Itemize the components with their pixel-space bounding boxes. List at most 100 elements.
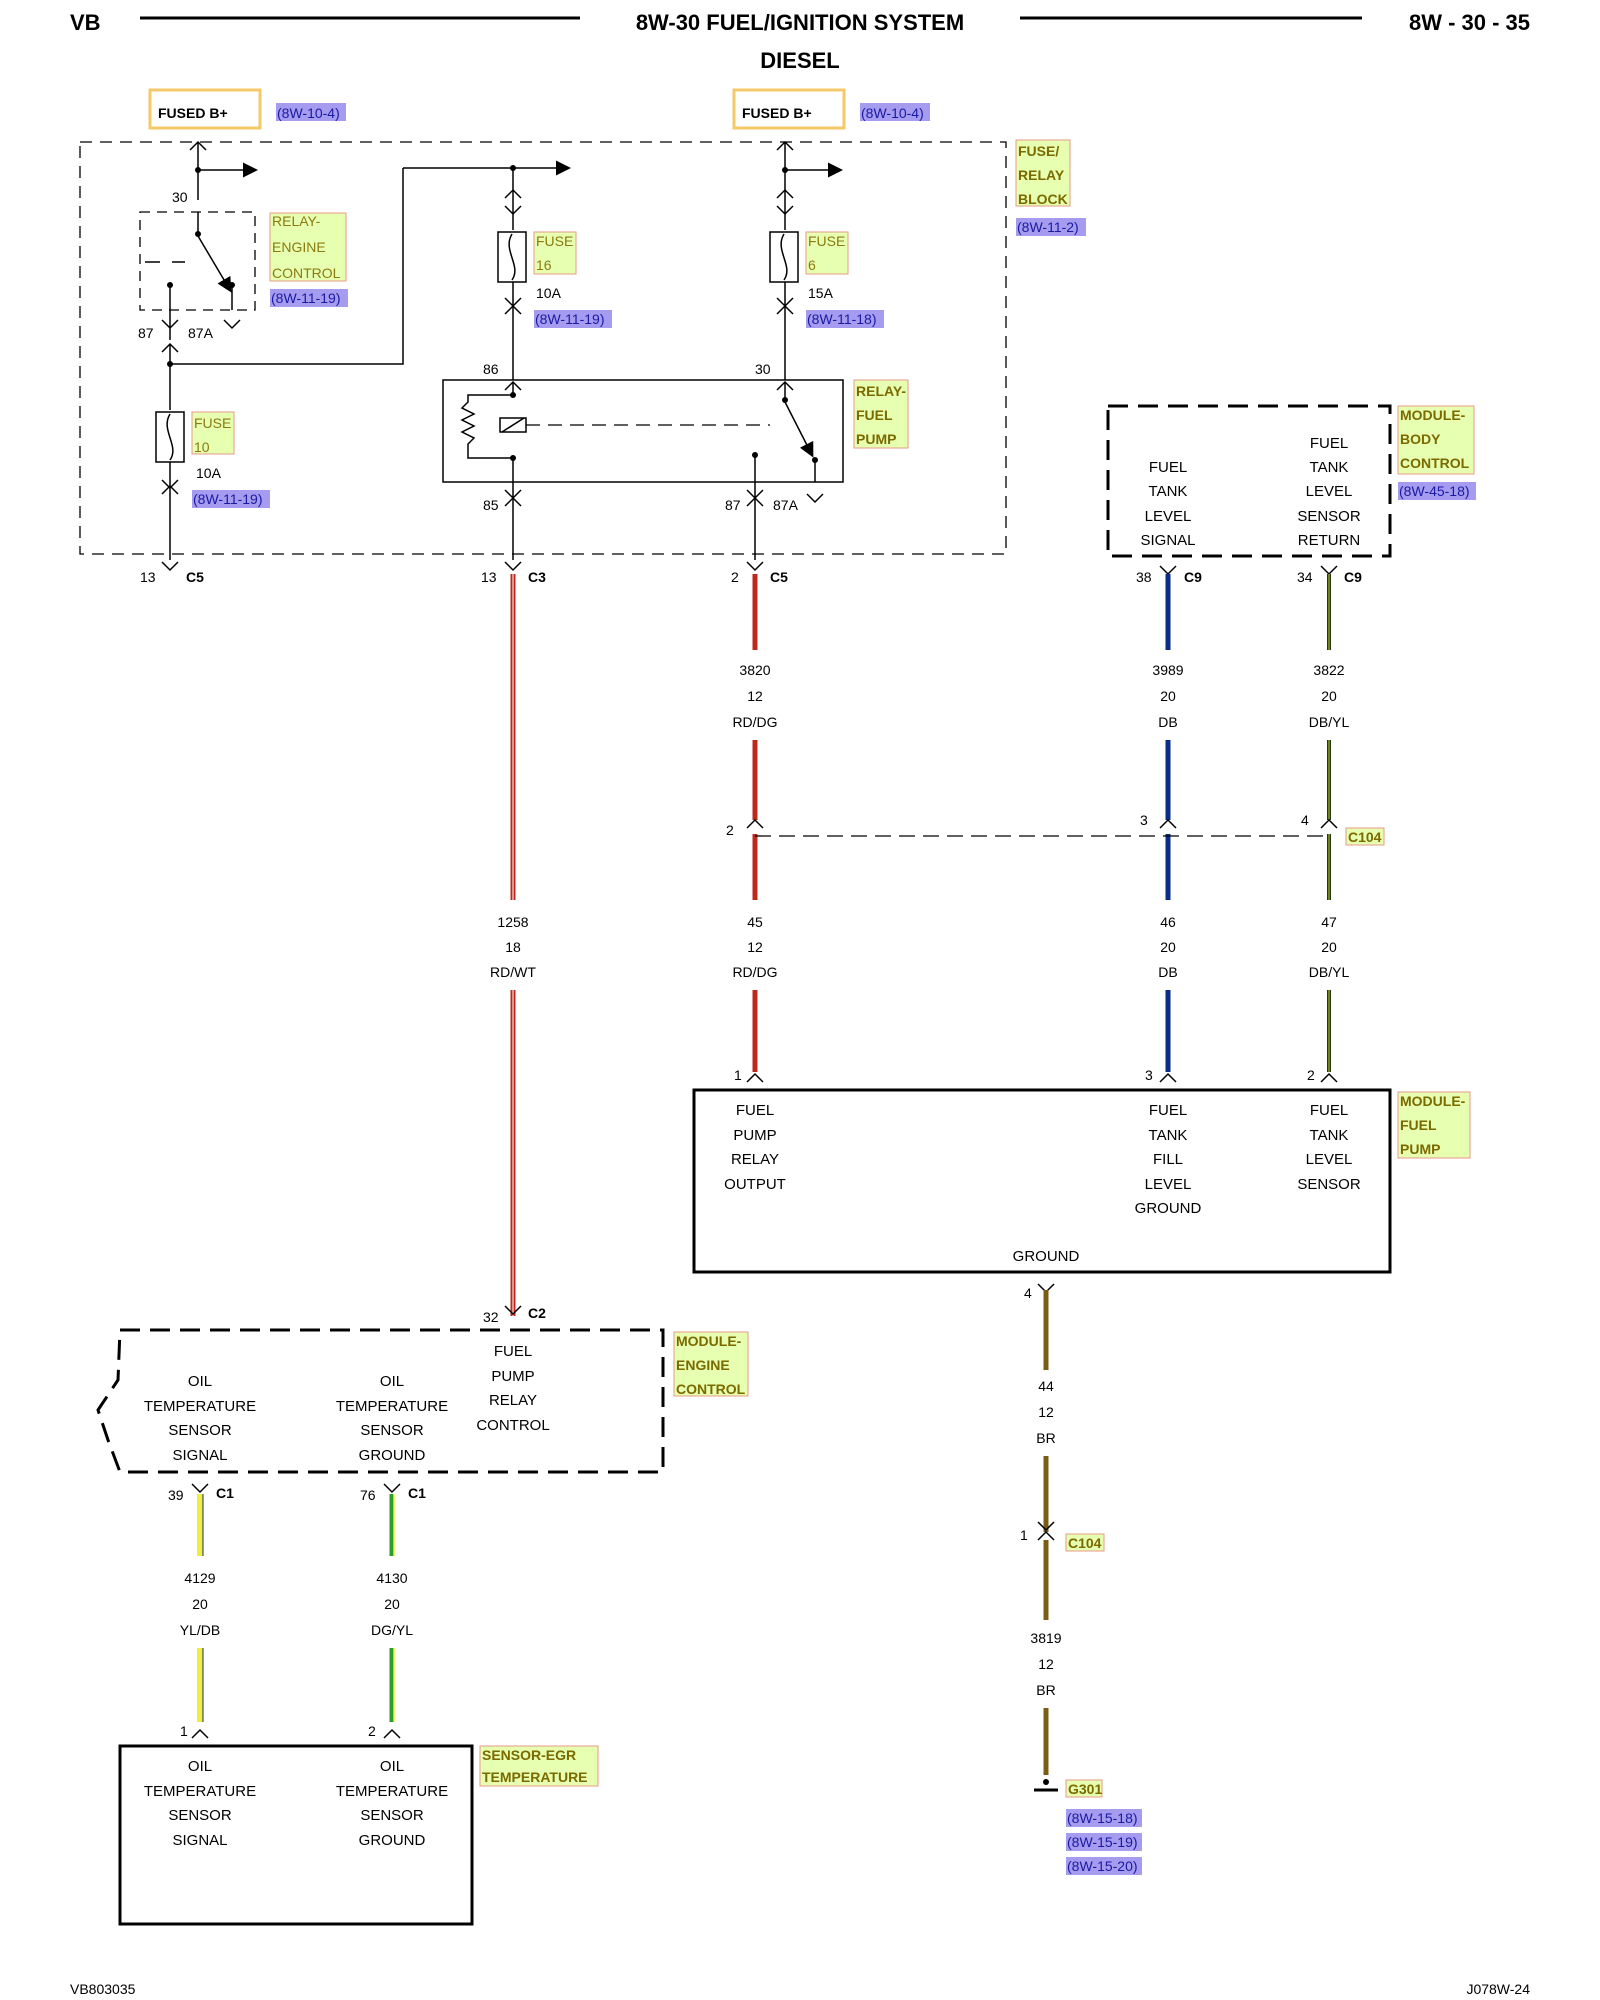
page-title: 8W-30 FUEL/IGNITION SYSTEM: [636, 10, 964, 35]
wire-3819-number: 3819: [1030, 1630, 1061, 1646]
mfp-ground: GROUND: [1013, 1248, 1080, 1265]
mec-ground-2: TEMPERATURE: [336, 1398, 448, 1415]
mbc-return-4: SENSOR: [1297, 508, 1361, 525]
wire-47-gauge: 20: [1321, 939, 1337, 955]
wire-3819-color: BR: [1036, 1682, 1055, 1698]
mec-relay-3: RELAY: [489, 1392, 537, 1409]
sensor-egr-line2: TEMPERATURE: [482, 1769, 588, 1785]
ground-name: G301: [1068, 1781, 1102, 1797]
fused-b-ref-right: (8W-10-4): [861, 105, 924, 121]
ground-ref-1: (8W-15-18): [1067, 1810, 1138, 1826]
c104-label: C104: [1348, 829, 1382, 845]
mbc-return-3: LEVEL: [1306, 483, 1353, 500]
c1a-name: C1: [216, 1485, 234, 1501]
relay-engine-line3: CONTROL: [272, 265, 341, 281]
fuse-element: [508, 233, 516, 281]
label-bg: [1397, 405, 1475, 475]
label-bg: [1015, 139, 1071, 207]
label-bg: [853, 379, 909, 449]
c9a-pin: 38: [1136, 569, 1152, 585]
wire-1258-gauge: 18: [505, 939, 521, 955]
egr-pin-1: 1: [180, 1723, 188, 1739]
wire-4130-gauge: 20: [384, 1596, 400, 1612]
fused-b-label-right: FUSED B+: [742, 105, 812, 121]
wire-45-gauge: 12: [747, 939, 763, 955]
fuse-6-line1: FUSE: [808, 233, 845, 249]
connector-chevron: [1320, 1072, 1338, 1083]
module-body-line1: MODULE-: [1400, 407, 1466, 423]
egr-pin-2: 2: [368, 1723, 376, 1739]
wire-44-number: 44: [1038, 1378, 1054, 1394]
relay-engine-pin-87: 87: [138, 325, 154, 341]
c2-pin: 32: [483, 1309, 499, 1325]
connector-chevron: [504, 561, 522, 572]
gnd-pin-4: 4: [1024, 1285, 1032, 1301]
module-body-line3: CONTROL: [1400, 455, 1470, 471]
c5-mid-pin: 2: [731, 569, 739, 585]
mfp-output-1: FUEL: [736, 1102, 774, 1119]
label-bg: [191, 411, 235, 455]
relay-fuel-pin-86: 86: [483, 361, 499, 377]
fuse-6-amps: 15A: [808, 285, 834, 301]
relay-fuel-pin-87: 87: [725, 497, 741, 513]
connector-chevron: [504, 496, 522, 507]
wire-3989-color: DB: [1158, 714, 1177, 730]
page-number: 8W - 30 - 35: [1409, 10, 1530, 35]
mfp-output-4: OUTPUT: [724, 1176, 786, 1193]
relay-fuel-pump-box: [442, 379, 844, 483]
module-engine-line3: CONTROL: [676, 1381, 746, 1397]
relay-fuel-line3: PUMP: [856, 431, 896, 447]
mec-relay-1: FUEL: [494, 1343, 532, 1360]
connector-chevron: [383, 1728, 401, 1739]
module-engine-control-outline: [96, 1328, 665, 1474]
connector-chevron: [1320, 565, 1338, 576]
label-bg: [1397, 1091, 1471, 1159]
connector-chevron: [1320, 818, 1338, 829]
fused-b-ref-left: (8W-10-4): [277, 105, 340, 121]
c104b-pin: 1: [1020, 1527, 1028, 1543]
fuse-16-line2: 16: [536, 257, 552, 273]
ref-bg: [860, 103, 930, 121]
splice-dot: [195, 167, 201, 173]
fuse-relay-block-line1: FUSE/: [1018, 143, 1059, 159]
footer-left: VB803035: [70, 1981, 136, 1997]
fuse-16-line1: FUSE: [536, 233, 573, 249]
relay-fuel-line2: FUEL: [856, 407, 893, 423]
fuse-relay-block-line3: BLOCK: [1018, 191, 1068, 207]
mec-relay-4: CONTROL: [476, 1417, 549, 1434]
connector-chevron: [223, 319, 241, 330]
wire-44-color: BR: [1036, 1430, 1055, 1446]
relay-engine-ref: (8W-11-19): [271, 290, 341, 306]
c1b-pin: 76: [360, 1487, 376, 1503]
relay-coil-diode: [501, 417, 525, 433]
connector-chevron: [776, 205, 794, 216]
module-fuel-pump-box: [692, 1088, 1392, 1274]
mec-signal-1: OIL: [188, 1373, 212, 1390]
wire-45-color: RD/DG: [732, 964, 777, 980]
c9a-name: C9: [1184, 569, 1202, 585]
fuse-6-ref: (8W-11-18): [807, 311, 877, 327]
connector-chevron: [504, 205, 522, 216]
ref-bg: [276, 103, 346, 121]
relay-fuel-pin-30: 30: [755, 361, 771, 377]
connector-chevron: [1159, 565, 1177, 576]
splice-dot: [752, 452, 758, 458]
fuse-relay-block-line2: RELAY: [1018, 167, 1065, 183]
relay-engine-line1: RELAY-: [272, 213, 321, 229]
fused-b-box-left: [148, 88, 262, 130]
module-engine-line1: MODULE-: [676, 1333, 742, 1349]
wire-3822-number: 3822: [1313, 662, 1344, 678]
egr-ground-3: SENSOR: [360, 1807, 424, 1824]
splice-dot: [229, 282, 235, 288]
connector-chevron: [504, 1305, 522, 1316]
ref-bg: [1398, 482, 1476, 500]
sensor-egr-line1: SENSOR-EGR: [482, 1747, 576, 1763]
module-engine-line2: ENGINE: [676, 1357, 730, 1373]
c5-left-pin: 13: [140, 569, 156, 585]
connector-chevron: [1037, 1521, 1055, 1532]
relay-engine-pin-87a: 87A: [188, 325, 214, 341]
connector-chevron: [191, 1728, 209, 1739]
ref-bg: [1066, 1857, 1142, 1875]
fuse-element: [780, 233, 788, 281]
